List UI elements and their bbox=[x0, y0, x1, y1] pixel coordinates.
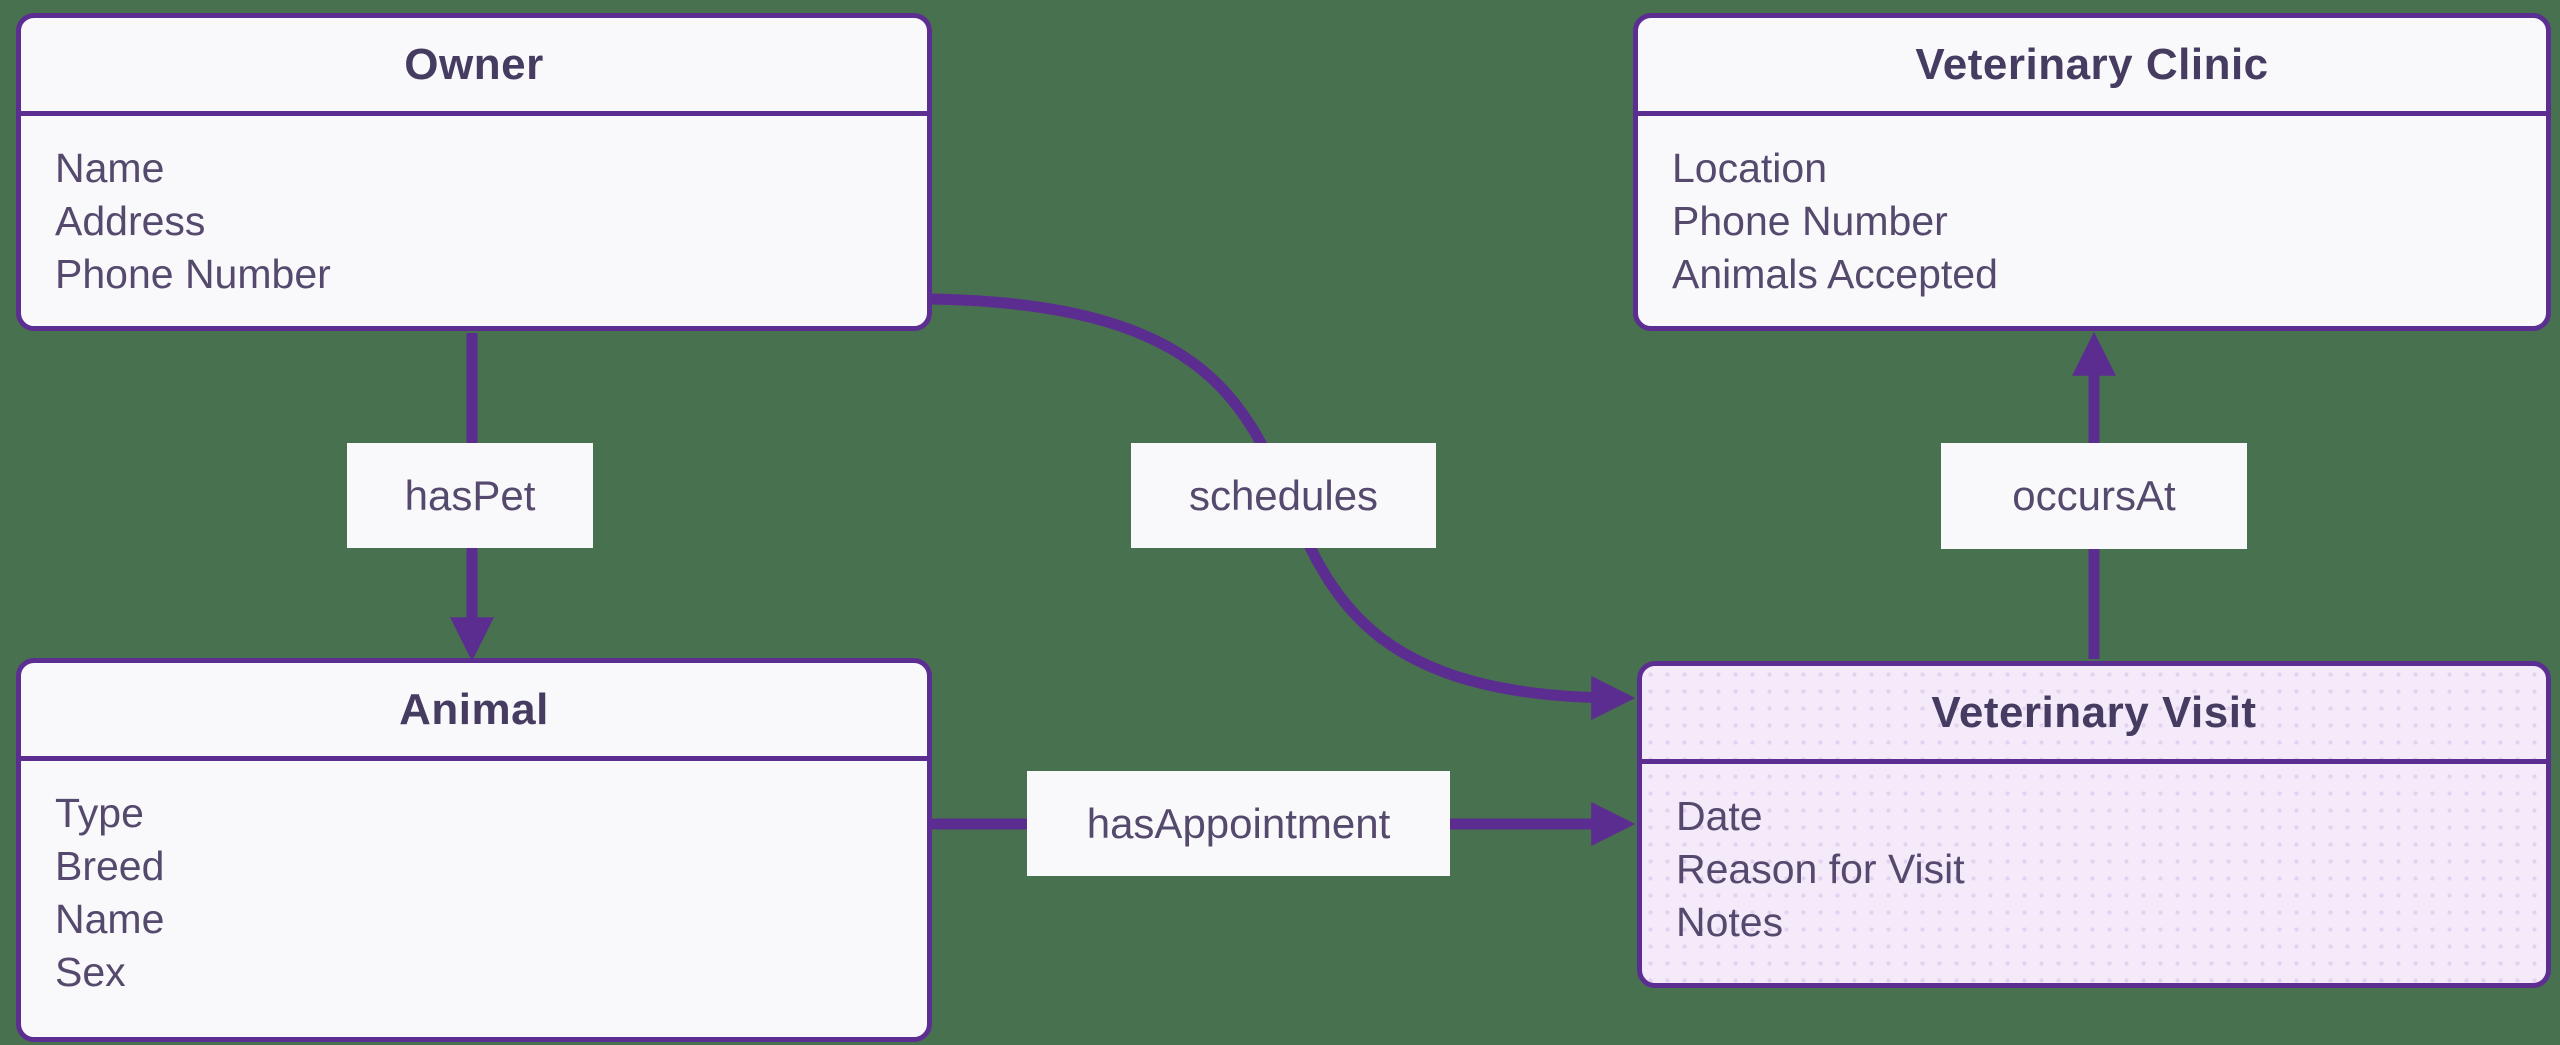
edge-label-hasPet[interactable]: hasPet bbox=[347, 443, 593, 548]
attribute: Breed bbox=[55, 843, 165, 889]
entity-title: Animal bbox=[21, 663, 927, 761]
entity-title: Owner bbox=[21, 18, 927, 116]
entity-veterinary-clinic[interactable]: Veterinary Clinic Location Phone Number … bbox=[1633, 13, 2551, 331]
attribute: Date bbox=[1676, 793, 1763, 839]
attribute: Sex bbox=[55, 949, 126, 995]
attribute: Name bbox=[55, 145, 165, 191]
entity-owner[interactable]: Owner Name Address Phone Number bbox=[16, 13, 932, 331]
entity-attributes: Date Reason for Visit Notes bbox=[1642, 764, 2546, 949]
attribute: Address bbox=[55, 198, 206, 244]
attribute: Location bbox=[1672, 145, 1828, 191]
attribute: Phone Number bbox=[55, 251, 331, 297]
entity-attributes: Name Address Phone Number bbox=[21, 116, 927, 301]
entity-title: Veterinary Clinic bbox=[1638, 18, 2546, 116]
attribute: Name bbox=[55, 896, 165, 942]
entity-title: Veterinary Visit bbox=[1642, 666, 2546, 764]
entity-animal[interactable]: Animal Type Breed Name Sex bbox=[16, 658, 932, 1042]
attribute: Notes bbox=[1676, 899, 1784, 945]
edge-label-schedules[interactable]: schedules bbox=[1131, 443, 1436, 548]
attribute: Animals Accepted bbox=[1672, 251, 1998, 297]
edge-label-occursAt[interactable]: occursAt bbox=[1941, 443, 2247, 549]
entity-attributes: Location Phone Number Animals Accepted bbox=[1638, 116, 2546, 301]
attribute: Type bbox=[55, 790, 144, 836]
entity-veterinary-visit[interactable]: Veterinary Visit Date Reason for Visit N… bbox=[1637, 661, 2551, 988]
attribute: Phone Number bbox=[1672, 198, 1948, 244]
attribute: Reason for Visit bbox=[1676, 846, 1965, 892]
edge-label-hasAppointment[interactable]: hasAppointment bbox=[1027, 771, 1450, 876]
entity-attributes: Type Breed Name Sex bbox=[21, 761, 927, 999]
